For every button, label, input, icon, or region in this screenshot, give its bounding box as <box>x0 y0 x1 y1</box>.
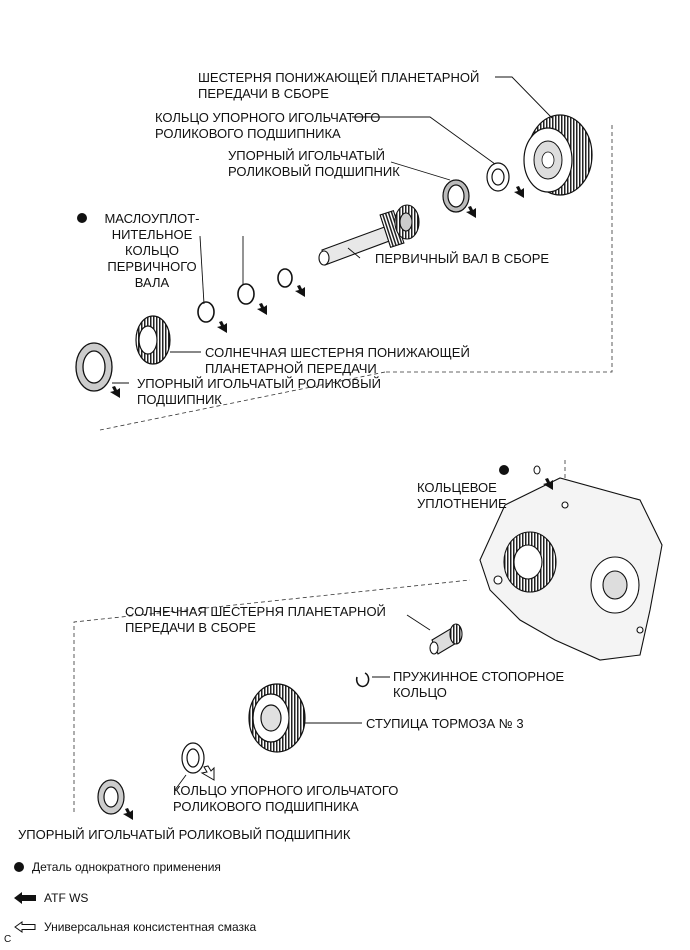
label-needle-bearing-race-bottom: КОЛЬЦО УПОРНОГО ИГОЛЬЧАТОГО РОЛИКОВОГО П… <box>173 783 399 814</box>
snap-ring-illustration <box>355 672 370 688</box>
label-o-ring: КОЛЬЦЕВОЕ УПЛОТНЕНИЕ <box>417 480 507 511</box>
label-thrust-needle-bearing-mid: УПОРНЫЙ ИГОЛЬЧАТЫЙ РОЛИКОВЫЙ ПОДШИПНИК <box>137 376 381 407</box>
grease-arrow-marker <box>200 765 215 781</box>
o-ring-illustration <box>533 465 541 475</box>
legend-non-reusable-text: Деталь однократного применения <box>32 860 221 874</box>
corner-code: C <box>4 934 12 945</box>
label-snap-ring: ПРУЖИННОЕ СТОПОРНОЕ КОЛЬЦО <box>393 669 565 700</box>
atf-arrow-markers <box>110 186 553 820</box>
assembly-axis-top <box>99 125 613 431</box>
label-reduction-sun-gear: СОЛНЕЧНАЯ ШЕСТЕРНЯ ПОНИЖАЮЩЕЙ ПЛАНЕТАРНО… <box>205 345 470 376</box>
label-planetary-sun-gear-assy: СОЛНЕЧНАЯ ШЕСТЕРНЯ ПЛАНЕТАРНОЙ ПЕРЕДАЧИ … <box>125 604 386 635</box>
legend-grease-text: Универсальная консистентная смазка <box>44 920 257 934</box>
legend-atf: ATF WS <box>14 891 88 905</box>
thrust-needle-bearing-top-illustration <box>442 179 470 213</box>
leader-lines <box>112 76 553 791</box>
thrust-needle-bearing-bottom-illustration <box>97 779 125 815</box>
reduction-sun-gear-illustration <box>135 315 171 365</box>
label-input-shaft-assy: ПЕРВИЧНЫЙ ВАЛ В СБОРЕ <box>375 251 550 266</box>
assembly-axis-bottom <box>73 460 566 812</box>
label-reduction-planetary-gear-assy: ШЕСТЕРНЯ ПОНИЖАЮЩЕЙ ПЛАНЕТАРНОЙ ПЕРЕДАЧИ… <box>198 70 480 101</box>
legend-non-reusable: Деталь однократного применения <box>14 860 221 874</box>
legend-atf-text: ATF WS <box>44 891 89 905</box>
hollow-arrow-icon <box>14 921 36 933</box>
solid-arrow-icon <box>14 892 36 904</box>
legend-grease: Универсальная консистентная смазка <box>14 920 256 934</box>
reduction-planetary-gear-illustration <box>523 114 593 196</box>
input-shaft-illustration <box>318 204 420 266</box>
thrust-needle-bearing-mid-illustration <box>75 342 113 392</box>
label-needle-bearing-race-top: КОЛЬЦО УПОРНОГО ИГОЛЬЧАТОГО РОЛИКОВОГО П… <box>155 110 381 141</box>
non-reusable-dot-oil-seal <box>77 213 87 223</box>
planetary-sun-gear-illustration <box>429 623 463 655</box>
non-reusable-dot-o-ring <box>499 465 509 475</box>
needle-bearing-race-top-illustration <box>486 162 510 192</box>
oil-seal-ring-illustrations <box>197 268 293 323</box>
label-thrust-needle-bearing-top: УПОРНЫЙ ИГОЛЬЧАТЫЙ РОЛИКОВЫЙ ПОДШИПНИК <box>228 148 400 179</box>
label-thrust-needle-bearing-bottom: УПОРНЫЙ ИГОЛЬЧАТЫЙ РОЛИКОВЫЙ ПОДШИПНИК <box>18 827 351 842</box>
transaxle-case-illustration <box>479 477 663 661</box>
needle-bearing-race-bottom-illustration <box>181 742 205 774</box>
label-brake-hub-no3: СТУПИЦА ТОРМОЗА № 3 <box>366 716 524 731</box>
non-reusable-dot-icon <box>14 862 24 872</box>
label-input-shaft-oil-seal-ring: МАСЛОУПЛОТ- НИТЕЛЬНОЕ КОЛЬЦО ПЕРВИЧНОГО … <box>104 211 200 290</box>
brake-hub-illustration <box>248 683 306 753</box>
